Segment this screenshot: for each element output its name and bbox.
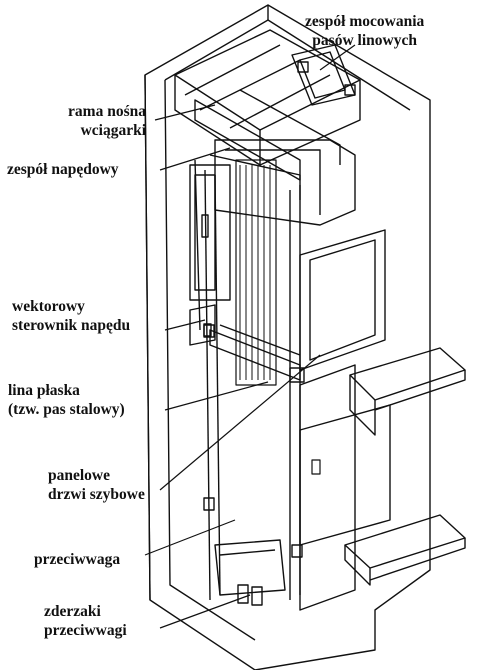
counterweight-body — [214, 539, 286, 596]
label-buffers: zderzaki przeciwwagi — [44, 602, 127, 640]
rail-left2 — [204, 169, 211, 601]
label-rope-hitch-line2: pasów linowych — [312, 32, 417, 49]
machine-frame-front — [174, 75, 261, 166]
label-shaft-doors-line1: panelowe — [48, 467, 110, 484]
label-buffers-line2: przeciwwagi — [44, 622, 127, 639]
lower-sill — [344, 514, 466, 569]
label-rope-hitch-line1: zespół mocowania — [305, 13, 425, 30]
shaft-left-wall-front — [144, 74, 151, 601]
upper-landing-inner — [309, 239, 376, 361]
buffer-2 — [251, 586, 263, 606]
upper-sill — [349, 347, 466, 401]
lower-landing-frame — [299, 404, 391, 546]
machine-frame-rail2 — [199, 59, 301, 111]
car-crosshead-b — [219, 324, 301, 356]
label-flat-rope-line1: lina płaska — [8, 382, 80, 399]
label-drive-unit: zespół napędowy — [7, 160, 119, 179]
drive-box-inner — [225, 149, 321, 215]
label-counterweight-line1: przeciwwaga — [34, 551, 121, 568]
car-body — [189, 164, 231, 301]
leader-top-right — [319, 44, 356, 71]
upper-sill-front — [374, 370, 466, 411]
counterweight-inner — [219, 549, 276, 556]
label-machine-frame: rama nośna wciągarki — [46, 102, 146, 140]
label-flat-rope-line2: (tzw. pas stalowy) — [8, 401, 125, 418]
lower-sill-front — [369, 538, 466, 581]
lower-sill-side — [344, 545, 371, 586]
car-hitch-block — [289, 367, 305, 383]
rail-bracket-2 — [291, 544, 303, 558]
machine-frame-rail1 — [184, 44, 281, 96]
label-shaft-doors-line2: drzwi szybowe — [48, 486, 145, 503]
rail-bracket-1 — [203, 497, 215, 511]
upper-landing-frame — [299, 229, 386, 371]
hitch-bolt-2 — [344, 84, 356, 96]
shaft-back-wall — [144, 4, 431, 670]
shaft-inner-left — [164, 79, 256, 641]
leader-doors — [159, 354, 321, 491]
label-controller: wektorowy sterownik napędu — [12, 297, 130, 335]
rail-left — [214, 174, 221, 596]
belt-group-outline — [235, 159, 277, 386]
label-rope-hitch: zespół mocowania pasów linowych — [305, 12, 424, 50]
car-body-side — [194, 174, 216, 291]
machine-frame-rail3 — [229, 74, 331, 129]
label-buffers-line1: zderzaki — [44, 603, 101, 620]
buffer-1 — [237, 584, 249, 604]
leader-rope — [164, 381, 269, 411]
label-flat-rope: lina płaska (tzw. pas stalowy) — [8, 381, 125, 419]
controller-cabinet — [189, 304, 216, 346]
label-shaft-doors: panelowe drzwi szybowe — [48, 466, 145, 504]
leader-buffers — [159, 594, 251, 629]
label-counterweight: przeciwwaga — [34, 550, 120, 569]
car-crosshead — [209, 329, 301, 381]
upper-sill-side — [349, 375, 376, 436]
hitch-bolt-1 — [297, 61, 309, 73]
label-controller-line1: wektorowy — [12, 298, 85, 315]
rail-bracket-3 — [203, 324, 215, 338]
leader-frame — [154, 104, 216, 121]
door-lock — [311, 459, 321, 475]
car-frame-left — [194, 159, 201, 331]
car-handle — [201, 214, 209, 238]
label-machine-frame-line1: rama nośna — [68, 103, 146, 120]
label-machine-frame-line2: wciągarki — [80, 122, 146, 139]
leader-drive — [159, 147, 231, 171]
leader-counterweight — [144, 519, 236, 556]
door-panel-right — [299, 364, 356, 611]
leader-controller — [164, 319, 206, 331]
label-drive-unit-line1: zespół napędowy — [7, 161, 119, 178]
label-controller-line2: sterownik napędu — [12, 317, 131, 334]
machine-beam-b — [239, 89, 341, 165]
